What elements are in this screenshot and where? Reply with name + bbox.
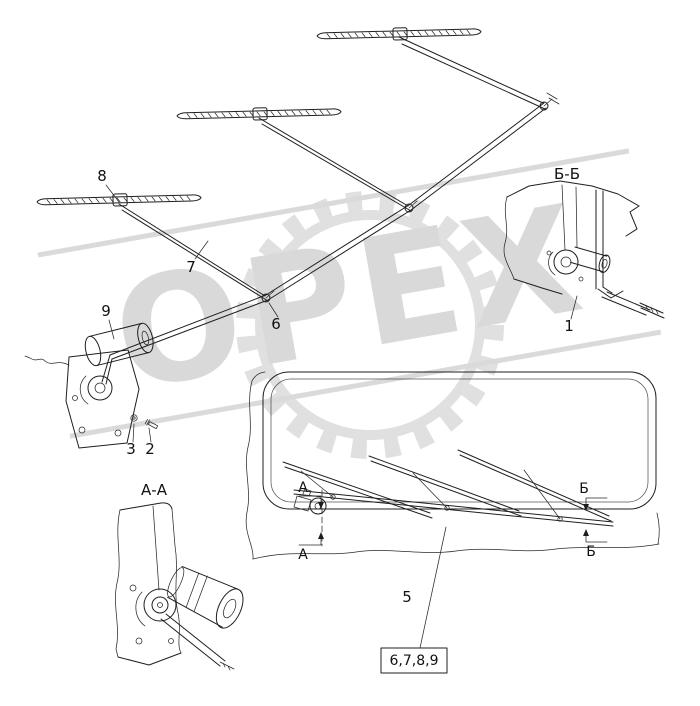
gear-icon xyxy=(236,191,504,459)
part-label-6: 6 xyxy=(271,315,281,333)
cut-a-bottom-label: А xyxy=(298,547,308,563)
wiper-blade-left xyxy=(36,191,202,209)
part-label-5: 5 xyxy=(402,588,412,606)
section-view-aa xyxy=(115,502,244,671)
section-cut-a xyxy=(298,495,324,546)
wire xyxy=(24,355,70,366)
wiper-motor-assembly xyxy=(24,322,154,449)
watermark: ОРЕХ xyxy=(37,148,662,459)
washer xyxy=(130,414,138,422)
wiper-arms xyxy=(118,36,546,302)
leader-lines xyxy=(105,184,578,649)
in-window-wipers xyxy=(282,449,614,547)
screw xyxy=(144,419,159,430)
part-label-8: 8 xyxy=(97,167,107,185)
section-cut-b xyxy=(583,497,608,543)
motor-cylinder xyxy=(84,322,154,367)
drive-shaft xyxy=(101,92,560,385)
part-label-1: 1 xyxy=(564,317,574,335)
section-view-bb xyxy=(503,180,665,319)
wiper-blade-right xyxy=(316,25,482,43)
cut-b-top-label: Б xyxy=(579,481,589,497)
wiper-blade-middle xyxy=(176,105,342,123)
part-label-2: 2 xyxy=(145,440,155,458)
part-label-9: 9 xyxy=(101,302,111,320)
watermark-rule-top xyxy=(37,148,630,258)
reference-box-label: 6,7,8,9 xyxy=(390,653,439,669)
cut-a-top-label: А xyxy=(298,480,308,496)
window-outline xyxy=(262,371,657,510)
windshield-view xyxy=(245,371,660,560)
part-label-7: 7 xyxy=(186,258,196,276)
cut-b-bottom-label: Б xyxy=(586,544,596,560)
section-title-aa: А-А xyxy=(141,481,168,499)
reference-box: 6,7,8,9 xyxy=(380,647,448,674)
part-label-3: 3 xyxy=(126,440,136,458)
section-title-bb: Б-Б xyxy=(554,165,580,183)
watermark-rule-bottom xyxy=(69,329,662,439)
